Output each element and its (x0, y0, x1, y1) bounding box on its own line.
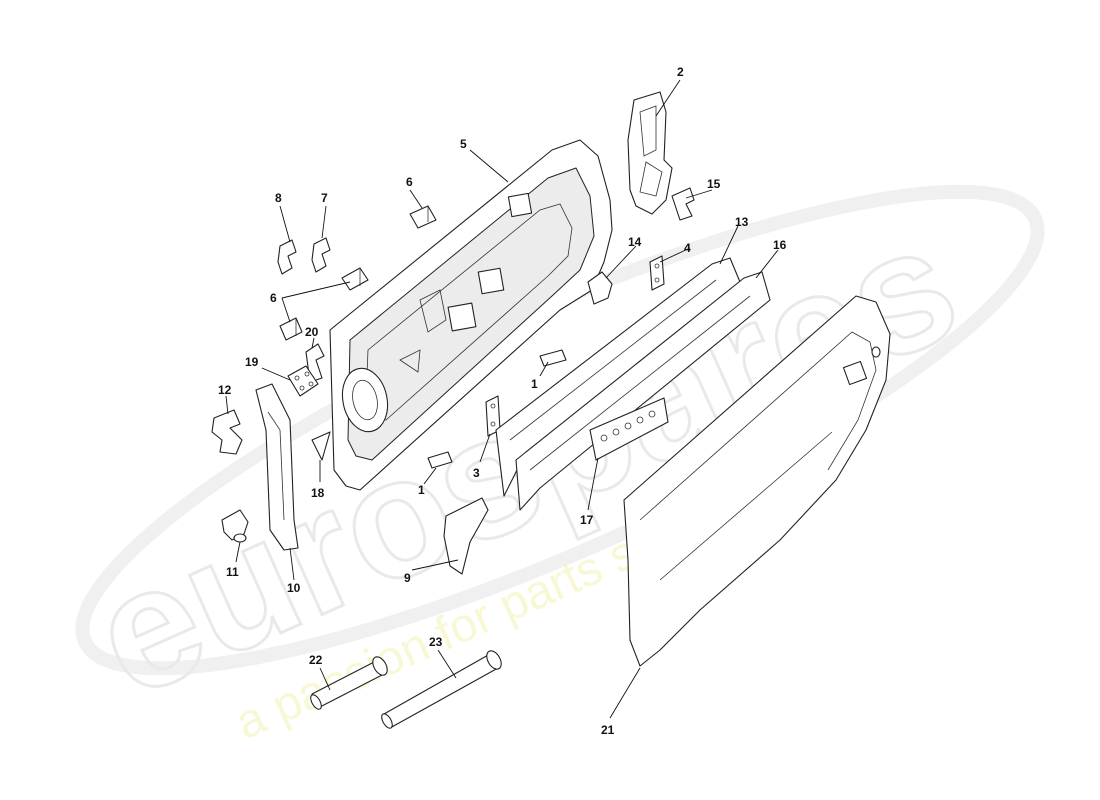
part-5-door-inner-frame (329, 139, 613, 491)
callout-labels: 2 5 6 8 7 15 14 4 13 16 6 20 19 1 12 3 1… (218, 65, 787, 737)
callout-15: 15 (707, 177, 721, 191)
part-22-hinge-pin-short (310, 656, 388, 710)
callout-5: 5 (460, 137, 467, 151)
callout-7: 7 (321, 191, 328, 205)
callout-6-upper: 6 (406, 175, 413, 189)
part-21-door-outer-skin (623, 295, 891, 667)
part-1-pad-upper (539, 349, 567, 367)
callout-21: 21 (601, 723, 615, 737)
part-19-plate (287, 365, 319, 397)
part-7-bracket (311, 237, 331, 273)
callout-20: 20 (305, 325, 319, 339)
callout-11: 11 (226, 565, 239, 579)
part-14-catch-bracket (587, 271, 613, 305)
callout-9: 9 (404, 571, 411, 585)
part-17-perforated-beam (589, 397, 669, 461)
callout-8: 8 (275, 191, 282, 205)
callout-17: 17 (580, 513, 594, 527)
callout-19: 19 (245, 355, 259, 369)
part-2-pillar-bracket (627, 91, 673, 215)
callout-1-upper: 1 (531, 377, 538, 391)
part-23-hinge-pin-long (381, 650, 502, 729)
callout-10: 10 (287, 581, 301, 595)
part-10-vertical-strip (255, 383, 299, 551)
callout-1-lower: 1 (418, 483, 425, 497)
part-8-bracket (277, 239, 297, 275)
part-4-catch-plate (649, 255, 665, 291)
callout-4: 4 (684, 241, 691, 255)
callout-6-lower: 6 (270, 291, 277, 305)
part-6-clip-upper (409, 205, 437, 229)
callout-14: 14 (628, 235, 642, 249)
callout-2: 2 (677, 65, 684, 79)
part-6-clip-middle (341, 267, 369, 291)
part-6-clip-lower (279, 317, 303, 341)
callout-23: 23 (429, 635, 443, 649)
part-18-triangle-gusset (311, 431, 331, 461)
part-1-pad-lower (427, 451, 453, 469)
part-15-bracket (671, 187, 695, 221)
part-12-hinge-clip (211, 409, 243, 455)
callout-18: 18 (311, 486, 325, 500)
callout-22: 22 (309, 653, 323, 667)
part-16-reinforcement-beam (515, 271, 771, 511)
leader-lines (225, 79, 779, 719)
part-11-hinge-pin-bracket (221, 509, 249, 543)
callout-3: 3 (473, 466, 480, 480)
callout-13: 13 (735, 215, 749, 229)
part-9-lower-bracket (443, 497, 489, 575)
callout-12: 12 (218, 383, 232, 397)
callout-16: 16 (773, 238, 787, 252)
